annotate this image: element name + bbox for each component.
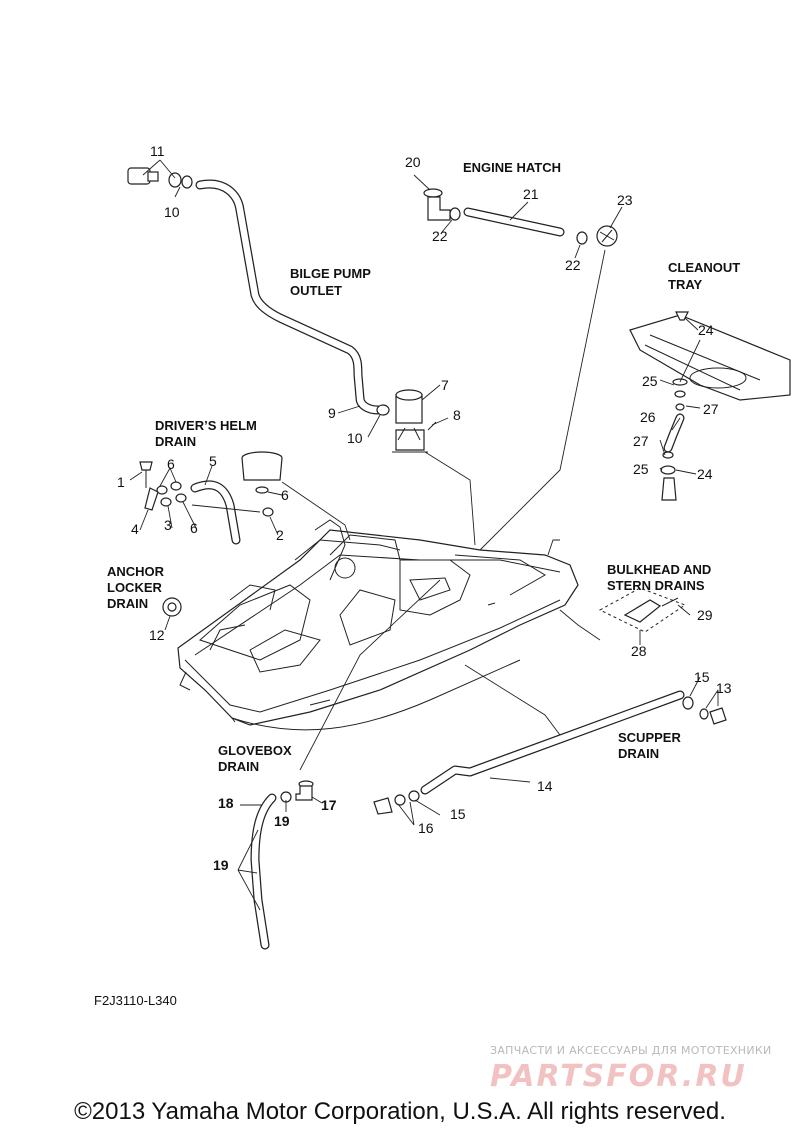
drivers-helm-drain-label-line2: DRAIN	[155, 434, 196, 449]
part-number-28: 28	[631, 643, 647, 659]
watermark: ЗАПЧАСТИ И АКСЕССУАРЫ ДЛЯ МОТОТЕХНИКИ PA…	[490, 1044, 772, 1094]
part-number-10-top: 10	[164, 204, 180, 220]
part-number-callouts: 11 10 20 21 23 22 22 24 25 27 26 27 25 2…	[117, 143, 732, 873]
part-number-23: 23	[617, 192, 633, 208]
scupper-drain-parts	[373, 690, 727, 815]
scupper-drain-label-line1: SCUPPER	[618, 730, 681, 745]
anchor-locker-drain-label-line2: LOCKER	[107, 580, 163, 595]
bulkhead-stern-drains-label-line2: STERN DRAINS	[607, 578, 705, 593]
part-number-26: 26	[640, 409, 656, 425]
cleanout-tray	[629, 311, 791, 501]
part-number-27-top: 27	[703, 401, 719, 417]
bilge-pump-outlet-label-line2: OUTLET	[290, 283, 342, 298]
part-number-12: 12	[149, 627, 165, 643]
part-number-15-right: 15	[694, 669, 710, 685]
drivers-helm-drain-label-line1: DRIVER’S HELM	[155, 418, 257, 433]
part-number-29: 29	[697, 607, 713, 623]
scupper-drain-label-line2: DRAIN	[618, 746, 659, 761]
part-number-24-bottom: 24	[697, 466, 713, 482]
part-number-8: 8	[453, 407, 461, 423]
engine-hatch-drain-parts	[423, 188, 618, 247]
bulkhead-stern-drain-box	[598, 587, 687, 633]
part-number-18: 18	[218, 795, 234, 811]
part-number-10-bottom: 10	[347, 430, 363, 446]
bilge-pump-outlet-label-line1: BILGE PUMP	[290, 266, 371, 281]
glovebox-drain-label-line2: DRAIN	[218, 759, 259, 774]
part-number-2: 2	[276, 527, 284, 543]
part-number-24-top: 24	[698, 322, 714, 338]
part-number-22-left: 22	[432, 228, 448, 244]
cleanout-tray-label-line1: CLEANOUT	[668, 260, 740, 275]
part-number-7: 7	[441, 377, 449, 393]
part-number-4: 4	[131, 521, 139, 537]
part-number-5: 5	[209, 453, 217, 469]
leader-lines	[129, 159, 719, 911]
part-number-27-bottom: 27	[633, 433, 649, 449]
part-number-3: 3	[164, 517, 172, 533]
part-number-19-lower: 19	[213, 857, 229, 873]
anchor-locker-drain-label-line3: DRAIN	[107, 596, 148, 611]
part-number-9: 9	[328, 405, 336, 421]
glovebox-drain-parts	[250, 780, 314, 950]
part-number-25-bottom: 25	[633, 461, 649, 477]
engine-hatch-label: ENGINE HATCH	[463, 160, 561, 175]
part-number-6-lower: 6	[190, 520, 198, 536]
part-number-1: 1	[117, 474, 125, 490]
boat-hull	[177, 519, 579, 731]
watermark-brand: PARTSFOR.RU	[490, 1059, 747, 1094]
part-number-6-right: 6	[281, 487, 289, 503]
anchor-locker-drain-fitting	[162, 597, 182, 617]
anchor-locker-drain-label-line1: ANCHOR	[107, 564, 165, 579]
section-labels: BILGE PUMP OUTLET ENGINE HATCH CLEANOUT …	[107, 160, 740, 774]
part-number-13: 13	[716, 680, 732, 696]
part-number-6-upper: 6	[167, 456, 175, 472]
part-number-20: 20	[405, 154, 421, 170]
part-number-15-left: 15	[450, 806, 466, 822]
bilge-pump-outlet-hose	[195, 179, 383, 415]
bilge-pump	[376, 389, 437, 453]
part-number-11: 11	[150, 143, 165, 159]
cleanout-tray-label-line2: TRAY	[668, 277, 703, 292]
part-number-21: 21	[523, 186, 539, 202]
part-number-16: 16	[418, 820, 434, 836]
part-number-14: 14	[537, 778, 553, 794]
bilge-outlet-fitting	[127, 167, 193, 189]
bulkhead-stern-drains-label-line1: BULKHEAD AND	[607, 562, 711, 577]
watermark-tagline: ЗАПЧАСТИ И АКСЕССУАРЫ ДЛЯ МОТОТЕХНИКИ	[490, 1044, 772, 1057]
part-number-19-upper: 19	[274, 813, 290, 829]
glovebox-drain-label-line1: GLOVEBOX	[218, 743, 292, 758]
exploded-parts-diagram: BILGE PUMP OUTLET ENGINE HATCH CLEANOUT …	[94, 143, 791, 1094]
part-number-17: 17	[321, 797, 337, 813]
part-number-25-top: 25	[642, 373, 658, 389]
copyright-notice: ©2013 Yamaha Motor Corporation, U.S.A. A…	[74, 1098, 726, 1125]
part-number-22-right: 22	[565, 257, 581, 273]
drawing-code: F2J3110-L340	[94, 993, 177, 1008]
